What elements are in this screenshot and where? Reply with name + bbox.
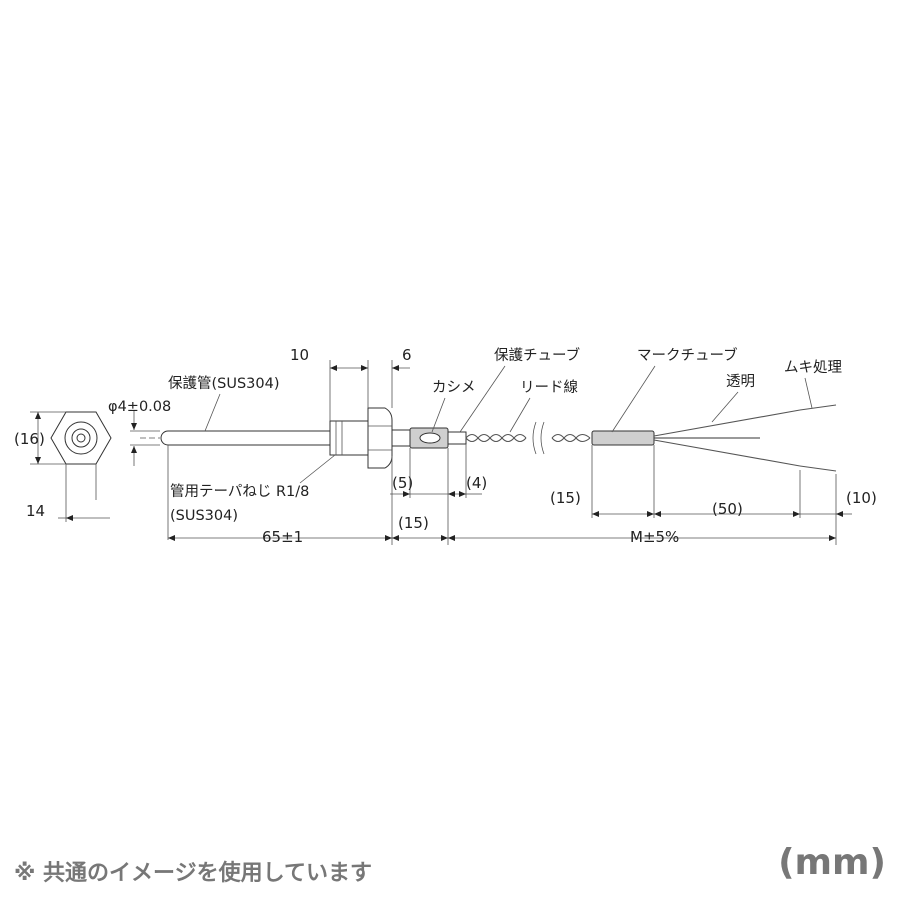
unit-label: (mm) — [778, 842, 886, 883]
strip-length-dim: (10) — [846, 489, 877, 507]
nut-width-dim: 6 — [402, 346, 412, 364]
bare-end-label: ムキ処理 — [784, 359, 842, 376]
crimp-a-dim: (5) — [392, 474, 413, 492]
protect-sleeve-label: 保護チューブ — [494, 346, 580, 364]
diameter-label: φ4±0.08 — [108, 399, 171, 415]
mark-offset-dim: (15) — [550, 489, 581, 507]
probe-body — [130, 404, 837, 540]
top-dimensions: 10 6 — [290, 346, 412, 421]
bottom-dimensions: (5) (4) (15) (50) (10) 65±1 (15) M±5% — [168, 444, 877, 546]
lead-wire-label: リード線 — [520, 379, 578, 396]
mark-tube-label: マークチューブ — [637, 346, 738, 364]
crimp-b-dim: (4) — [466, 474, 487, 492]
hex-end-view: (16) 14 — [14, 411, 112, 522]
transparent-label: 透明 — [726, 373, 755, 390]
thread-material-label: (SUS304) — [170, 508, 238, 524]
footer-note: ※ 共通のイメージを使用しています — [14, 861, 372, 886]
part-labels: 保護管(SUS304) φ4±0.08 管用テーパねじ R1/8 (SUS304… — [108, 346, 842, 524]
lead-length-dim: M±5% — [630, 528, 679, 546]
protect-tube-label: 保護管(SUS304) — [168, 375, 280, 392]
crimp-label: カシメ — [432, 380, 476, 396]
thread-label: 管用テーパねじ R1/8 — [170, 483, 309, 500]
hex-height-dim: (16) — [14, 430, 45, 448]
hex-width-dim: 14 — [26, 502, 45, 520]
length-main-dim: 65±1 — [262, 528, 303, 546]
offset-dim: (15) — [398, 514, 429, 532]
hex-body-dim: 10 — [290, 346, 309, 364]
split-length-dim: (50) — [712, 500, 743, 518]
